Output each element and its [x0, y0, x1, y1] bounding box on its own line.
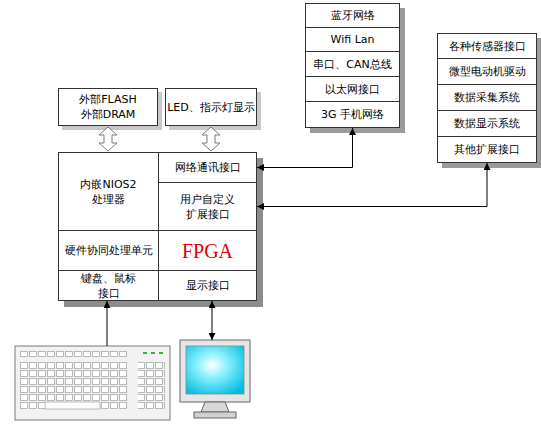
keyboard-light: [151, 352, 155, 354]
component-box: 网络通讯接口: [158, 152, 257, 183]
monitor-bezel: [180, 340, 250, 402]
box-label: 其他扩展接口: [454, 142, 520, 157]
box-label: 显示接口: [186, 278, 230, 293]
keyboard-spacebar: [45, 402, 100, 409]
monitor-wire: [212, 301, 213, 340]
component-box: 数据显示系统: [437, 110, 537, 137]
component-box: 各种传感器接口: [437, 33, 537, 59]
component-box: 数据采集系统: [437, 84, 537, 111]
signal-connector: [257, 128, 353, 168]
box-label: 内嵌NIOS2 处理器: [76, 177, 142, 207]
monitor-stand: [201, 402, 229, 412]
keyboard-keys: [20, 351, 128, 358]
box-label: 蓝牙网络: [331, 8, 375, 23]
component-box: 微型电动机驱动: [437, 58, 537, 85]
component-box: 键盘、鼠标 接口: [58, 270, 159, 301]
component-box: FPGA: [158, 230, 257, 271]
signal-connector: [257, 163, 487, 207]
monitor-base: [194, 412, 236, 418]
box-label: 微型电动机驱动: [449, 64, 526, 79]
component-box: 显示接口: [158, 270, 257, 301]
component-box: LED、指示灯显示: [165, 88, 257, 126]
monitor-screen: [186, 346, 244, 394]
keyboard-light: [159, 352, 163, 354]
component-box: 硬件协同处理单元: [58, 230, 159, 271]
box-label: 串口、CAN总线: [313, 57, 391, 72]
box-label: 硬件协同处理单元: [65, 243, 153, 258]
keyboard-numpad: [138, 362, 165, 410]
box-label: 数据显示系统: [454, 116, 520, 131]
box-label: 外部FLASH 外部DRAM: [72, 92, 144, 122]
box-label: FPGA: [182, 239, 233, 263]
component-box: 以太网接口: [305, 76, 400, 102]
box-label: 以太网接口: [325, 82, 380, 97]
keyboard-keys: [20, 362, 128, 410]
component-box: 其他扩展接口: [437, 136, 537, 163]
keyboard-light: [143, 352, 147, 354]
component-box: 内嵌NIOS2 处理器: [58, 152, 159, 231]
box-label: 网络通讯接口: [175, 160, 241, 175]
component-box: 外部FLASH 外部DRAM: [58, 88, 158, 126]
component-box: 蓝牙网络: [305, 3, 400, 28]
bus-arrow: [202, 127, 220, 151]
keyboard-body: [15, 346, 170, 420]
box-label: 数据采集系统: [454, 90, 520, 105]
component-box: Wifi Lan: [305, 27, 400, 52]
component-box: 串口、CAN总线: [305, 51, 400, 77]
keyboard-wire: [107, 301, 108, 346]
bus-arrow: [99, 127, 117, 151]
component-box: 用户自定义 扩展接口: [158, 182, 257, 231]
box-label: Wifi Lan: [331, 32, 375, 47]
component-box: 3G 手机网络: [305, 101, 400, 128]
box-label: LED、指示灯显示: [167, 100, 255, 115]
box-label: 用户自定义 扩展接口: [172, 192, 244, 222]
box-label: 各种传感器接口: [449, 39, 526, 54]
box-label: 键盘、鼠标 接口: [73, 271, 145, 301]
box-label: 3G 手机网络: [321, 107, 384, 122]
